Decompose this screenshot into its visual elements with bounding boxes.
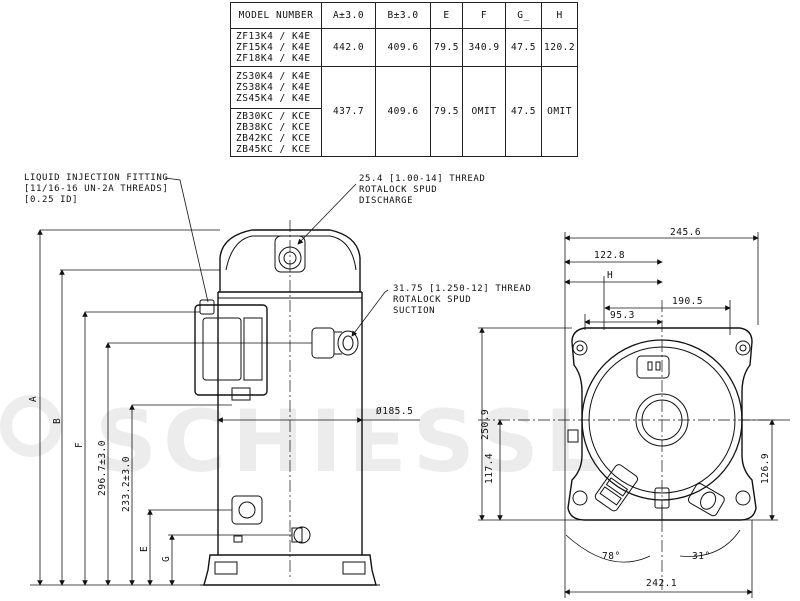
top-dimension-lines [478,232,778,598]
cell-e: 79.5 [430,28,463,67]
cell-g: 47.5 [505,28,542,67]
dim-95-label: 95.3 [610,310,635,321]
cell-b: 409.6 [375,28,431,67]
model-cell: ZS30K4 / K4E ZS38K4 / K4E ZS45K4 / K4E [230,66,322,109]
cell-a: 437.7 [321,66,376,157]
angle-31-label: 31° [692,551,711,562]
cell-b: 409.6 [375,66,431,157]
model-name: ZF18K4 / K4E [236,53,311,64]
header-b: B±3.0 [375,2,431,29]
dim-122-label: 122.8 [594,250,626,261]
model-name: ZF15K4 / K4E [236,42,311,53]
dim-190-label: 190.5 [672,296,704,307]
model-name: ZS30K4 / K4E [236,71,311,82]
table-header-row: MODEL NUMBER A±3.0 B±3.0 E F G_ H [230,2,579,29]
model-name: ZB38KC / KCE [236,121,311,133]
compressor-side-view [194,220,380,586]
cell-f: 340.9 [462,28,506,67]
model-name: ZB42KC / KCE [236,132,311,144]
dim-b-label: B [52,417,63,424]
table-row: ZF13K4 / K4E ZF15K4 / K4E ZF18K4 / K4E 4… [230,28,579,67]
side-dimension-lines [30,177,420,586]
cell-h: 120.2 [540,28,579,67]
watermark-text: SCHIESSL [95,392,606,492]
dim-e-label: E [139,545,150,552]
dim-f-label: F [74,441,85,448]
table-row: ZB30KC / KCE ZB38KC / KCE ZB42KC / KCE Z… [230,108,578,157]
dim-a-label: A [28,395,39,402]
model-cell: ZB30KC / KCE ZB38KC / KCE ZB42KC / KCE Z… [230,108,322,157]
model-name: ZS45K4 / K4E [236,93,311,104]
compressor-top-view [478,300,790,590]
dim-242-label: 242.1 [646,578,678,589]
cell-g: 47.5 [505,66,542,157]
model-name: ZB30KC / KCE [236,110,311,122]
cell-a: 442.0 [321,28,376,67]
header-h: H [540,2,579,29]
dim-296-label: 296.7±3.0 [97,440,108,496]
dim-250-label: 250.9 [480,408,491,440]
cell-h: OMIT [540,66,579,157]
model-cell: ZF13K4 / K4E ZF15K4 / K4E ZF18K4 / K4E [230,28,322,67]
diameter-label: Ø185.5 [376,406,414,417]
table-row: ZS30K4 / K4E ZS38K4 / K4E ZS45K4 / K4E 4… [230,66,579,157]
model-name: ZB45KC / KCE [236,143,311,155]
dim-h-label: H [607,270,614,281]
model-name: ZF13K4 / K4E [236,31,311,42]
suction-label: 31.75 [1.250-12] THREAD ROTALOCK SPUD SU… [393,284,532,316]
dim-245-label: 245.6 [670,227,702,238]
dim-233-label: 233.2±3.0 [121,456,132,512]
dim-117-label: 117.4 [484,452,495,484]
model-name: ZS38K4 / K4E [236,82,311,93]
dim-g-label: G [161,555,172,562]
dim-126-label: 126.9 [760,452,771,484]
angle-78-label: 78° [602,551,621,562]
dimension-table: MODEL NUMBER A±3.0 B±3.0 E F G_ H ZF13K4… [230,2,579,157]
liquid-injection-label: LIQUID INJECTION FITTING [11/16-16 UN-2A… [24,173,169,205]
discharge-label: 25.4 [1.00-14] THREAD ROTALOCK SPUD DISC… [359,174,486,206]
